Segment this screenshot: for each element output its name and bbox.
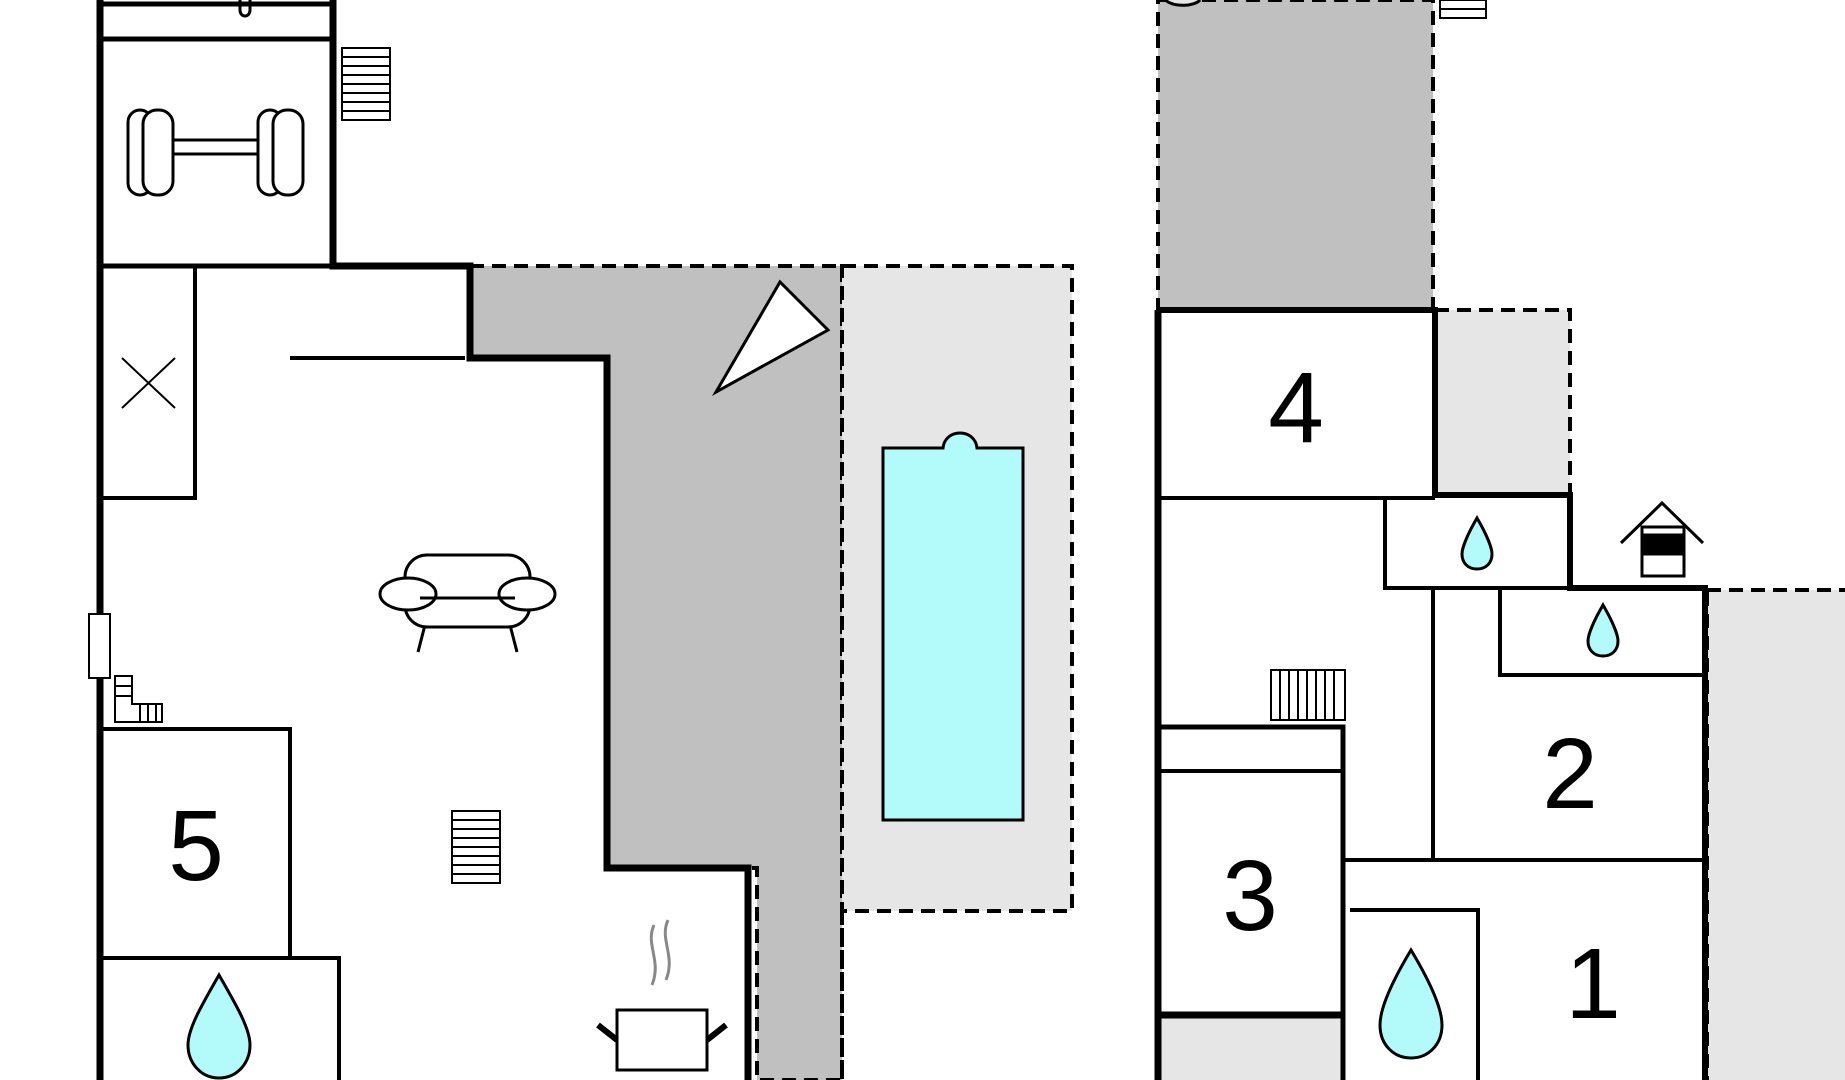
gym-dumbbell-icon: [126, 108, 305, 197]
terrace-top-right: [1156, 0, 1435, 312]
left-building-walls: [96, 0, 752, 1080]
room-number-2: 2: [1542, 718, 1598, 830]
shower-fragment-icon: [238, 0, 252, 18]
water-drop-icon: [186, 971, 252, 1080]
doghouse-icon: [1619, 500, 1705, 578]
radiator-icon: [1270, 669, 1346, 721]
room-number-3: 3: [1222, 840, 1278, 952]
stairs-icon: [451, 810, 501, 884]
water-drop-icon: [1460, 515, 1494, 571]
deck-right-edge: [1705, 588, 1845, 1080]
deck-bottom-right: [1158, 1017, 1343, 1080]
door-marker: [88, 613, 111, 679]
shower-fragment-icon: [1164, 0, 1202, 7]
sofa-icon: [378, 553, 557, 653]
stairs-icon: [1439, 0, 1487, 19]
room-number-5: 5: [168, 790, 224, 902]
swimming-pool: [881, 431, 1025, 822]
stairs-icon: [114, 675, 163, 723]
deck-room4: [1433, 308, 1572, 497]
water-drop-icon: [1378, 947, 1444, 1060]
window-x-icon: [121, 357, 176, 409]
stairs-icon: [341, 47, 391, 121]
room-number-1: 1: [1565, 928, 1621, 1040]
room-number-4: 4: [1268, 352, 1324, 464]
water-drop-icon: [1586, 602, 1620, 658]
sun-lounger-icon: [711, 279, 831, 396]
right-building-walls: [1154, 307, 1708, 1080]
terrace-left: [468, 264, 844, 1080]
cooking-pot-icon: [596, 919, 728, 1072]
